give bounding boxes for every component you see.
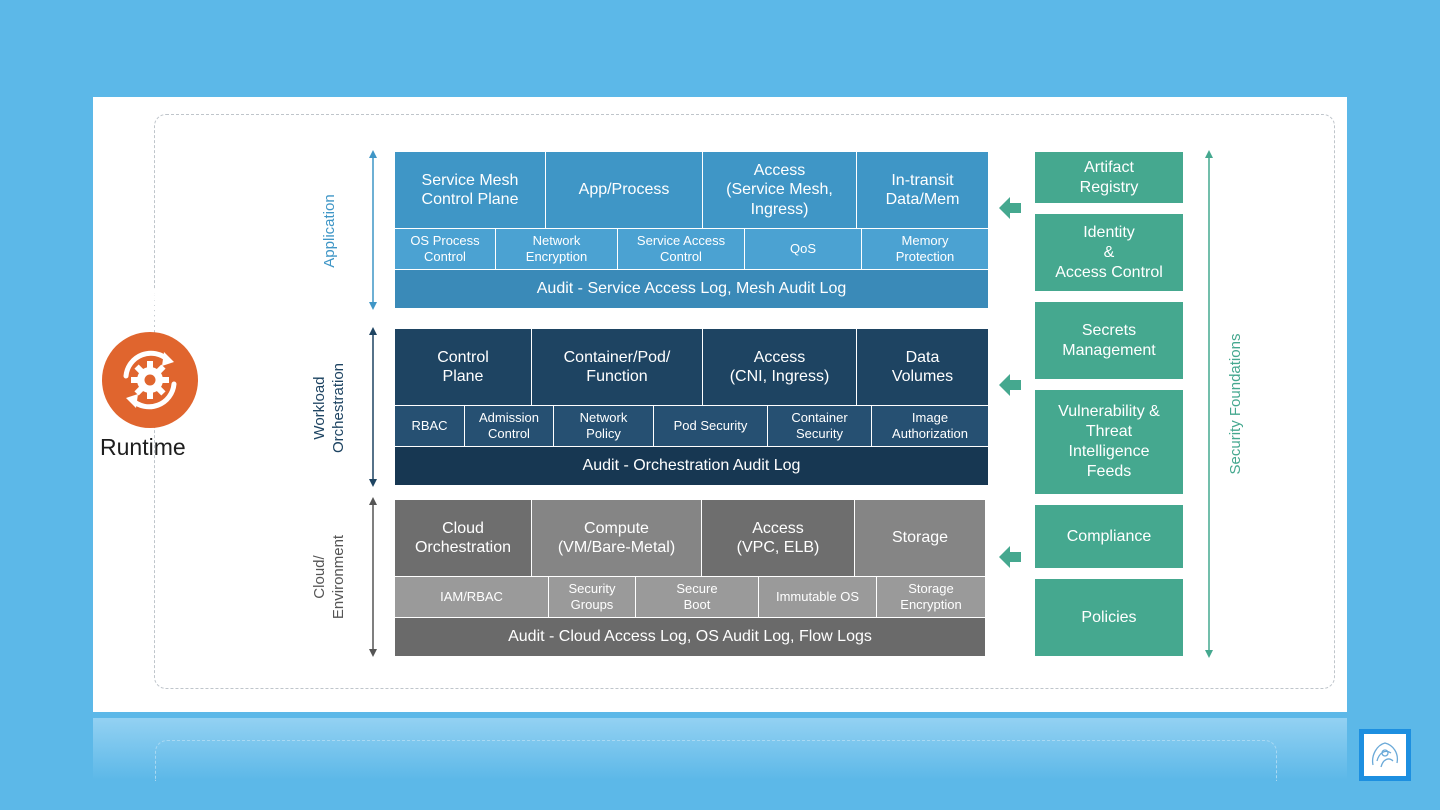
app-cell-access: Access (Service Mesh, Ingress) [703, 152, 856, 228]
app-cell-memory-protection: Memory Protection [862, 229, 988, 269]
workload-cell-control-plane: Control Plane [395, 329, 531, 405]
app-cell-qos: QoS [745, 229, 861, 269]
security-foundations-range-arrow [1205, 150, 1213, 658]
app-cell-in-transit: In-transit Data/Mem [857, 152, 988, 228]
application-range-arrow [369, 150, 377, 310]
app-cell-network-encryption: Network Encryption [496, 229, 617, 269]
cloud-cell-secure-boot: Secure Boot [636, 577, 758, 617]
gear-refresh-icon [102, 332, 198, 428]
cloud-cell-immutable-os: Immutable OS [759, 577, 876, 617]
workload-cell-container-pod: Container/Pod/ Function [532, 329, 702, 405]
left-arrow-icon [999, 374, 1021, 396]
reflection-dashed-border [155, 740, 1277, 781]
cloud-cell-storage-encryption: Storage Encryption [877, 577, 985, 617]
cloud-cell-security-groups: Security Groups [549, 577, 635, 617]
workload-audit-bar: Audit - Orchestration Audit Log [395, 447, 988, 485]
foundation-artifact-registry: Artifact Registry [1035, 152, 1183, 203]
cloud-cell-iam-rbac: IAM/RBAC [395, 577, 548, 617]
logo-icon [1359, 729, 1411, 781]
foundation-compliance: Compliance [1035, 505, 1183, 568]
boundary-gap [154, 290, 155, 330]
foundation-secrets-management: Secrets Management [1035, 302, 1183, 379]
cloud-range-arrow [369, 497, 377, 657]
workload-cell-container-security: Container Security [768, 406, 871, 446]
workload-layer-label: Workload Orchestration [311, 362, 347, 454]
foundation-identity-access-control: Identity & Access Control [1035, 214, 1183, 291]
workload-cell-rbac: RBAC [395, 406, 464, 446]
workload-cell-admission-control: Admission Control [465, 406, 553, 446]
app-audit-bar: Audit - Service Access Log, Mesh Audit L… [395, 270, 988, 308]
workload-cell-network-policy: Network Policy [554, 406, 653, 446]
cloud-cell-compute: Compute (VM/Bare-Metal) [532, 500, 701, 576]
cloud-cell-orchestration: Cloud Orchestration [395, 500, 531, 576]
workload-cell-data-volumes: Data Volumes [857, 329, 988, 405]
card-reflection [93, 718, 1347, 781]
left-arrow-icon [999, 197, 1021, 219]
security-foundations-label: Security Foundations [1226, 333, 1244, 475]
cloud-cell-storage: Storage [855, 500, 985, 576]
workload-cell-access: Access (CNI, Ingress) [703, 329, 856, 405]
cloud-audit-bar: Audit - Cloud Access Log, OS Audit Log, … [395, 618, 985, 656]
workload-cell-pod-security: Pod Security [654, 406, 767, 446]
application-layer-label: Application [320, 194, 338, 268]
workload-cell-image-authorization: Image Authorization [872, 406, 988, 446]
app-cell-service-mesh: Service Mesh Control Plane [395, 152, 545, 228]
runtime-label: Runtime [100, 434, 186, 460]
left-arrow-icon [999, 546, 1021, 568]
foundation-vulnerability-threat-feeds: Vulnerability & Threat Intelligence Feed… [1035, 390, 1183, 494]
app-cell-os-process-control: OS Process Control [395, 229, 495, 269]
workload-range-arrow [369, 327, 377, 487]
app-cell-service-access-control: Service Access Control [618, 229, 744, 269]
cloud-layer-label: Cloud/ Environment [311, 534, 347, 620]
app-cell-app-process: App/Process [546, 152, 702, 228]
foundation-policies: Policies [1035, 579, 1183, 656]
cloud-cell-access: Access (VPC, ELB) [702, 500, 854, 576]
